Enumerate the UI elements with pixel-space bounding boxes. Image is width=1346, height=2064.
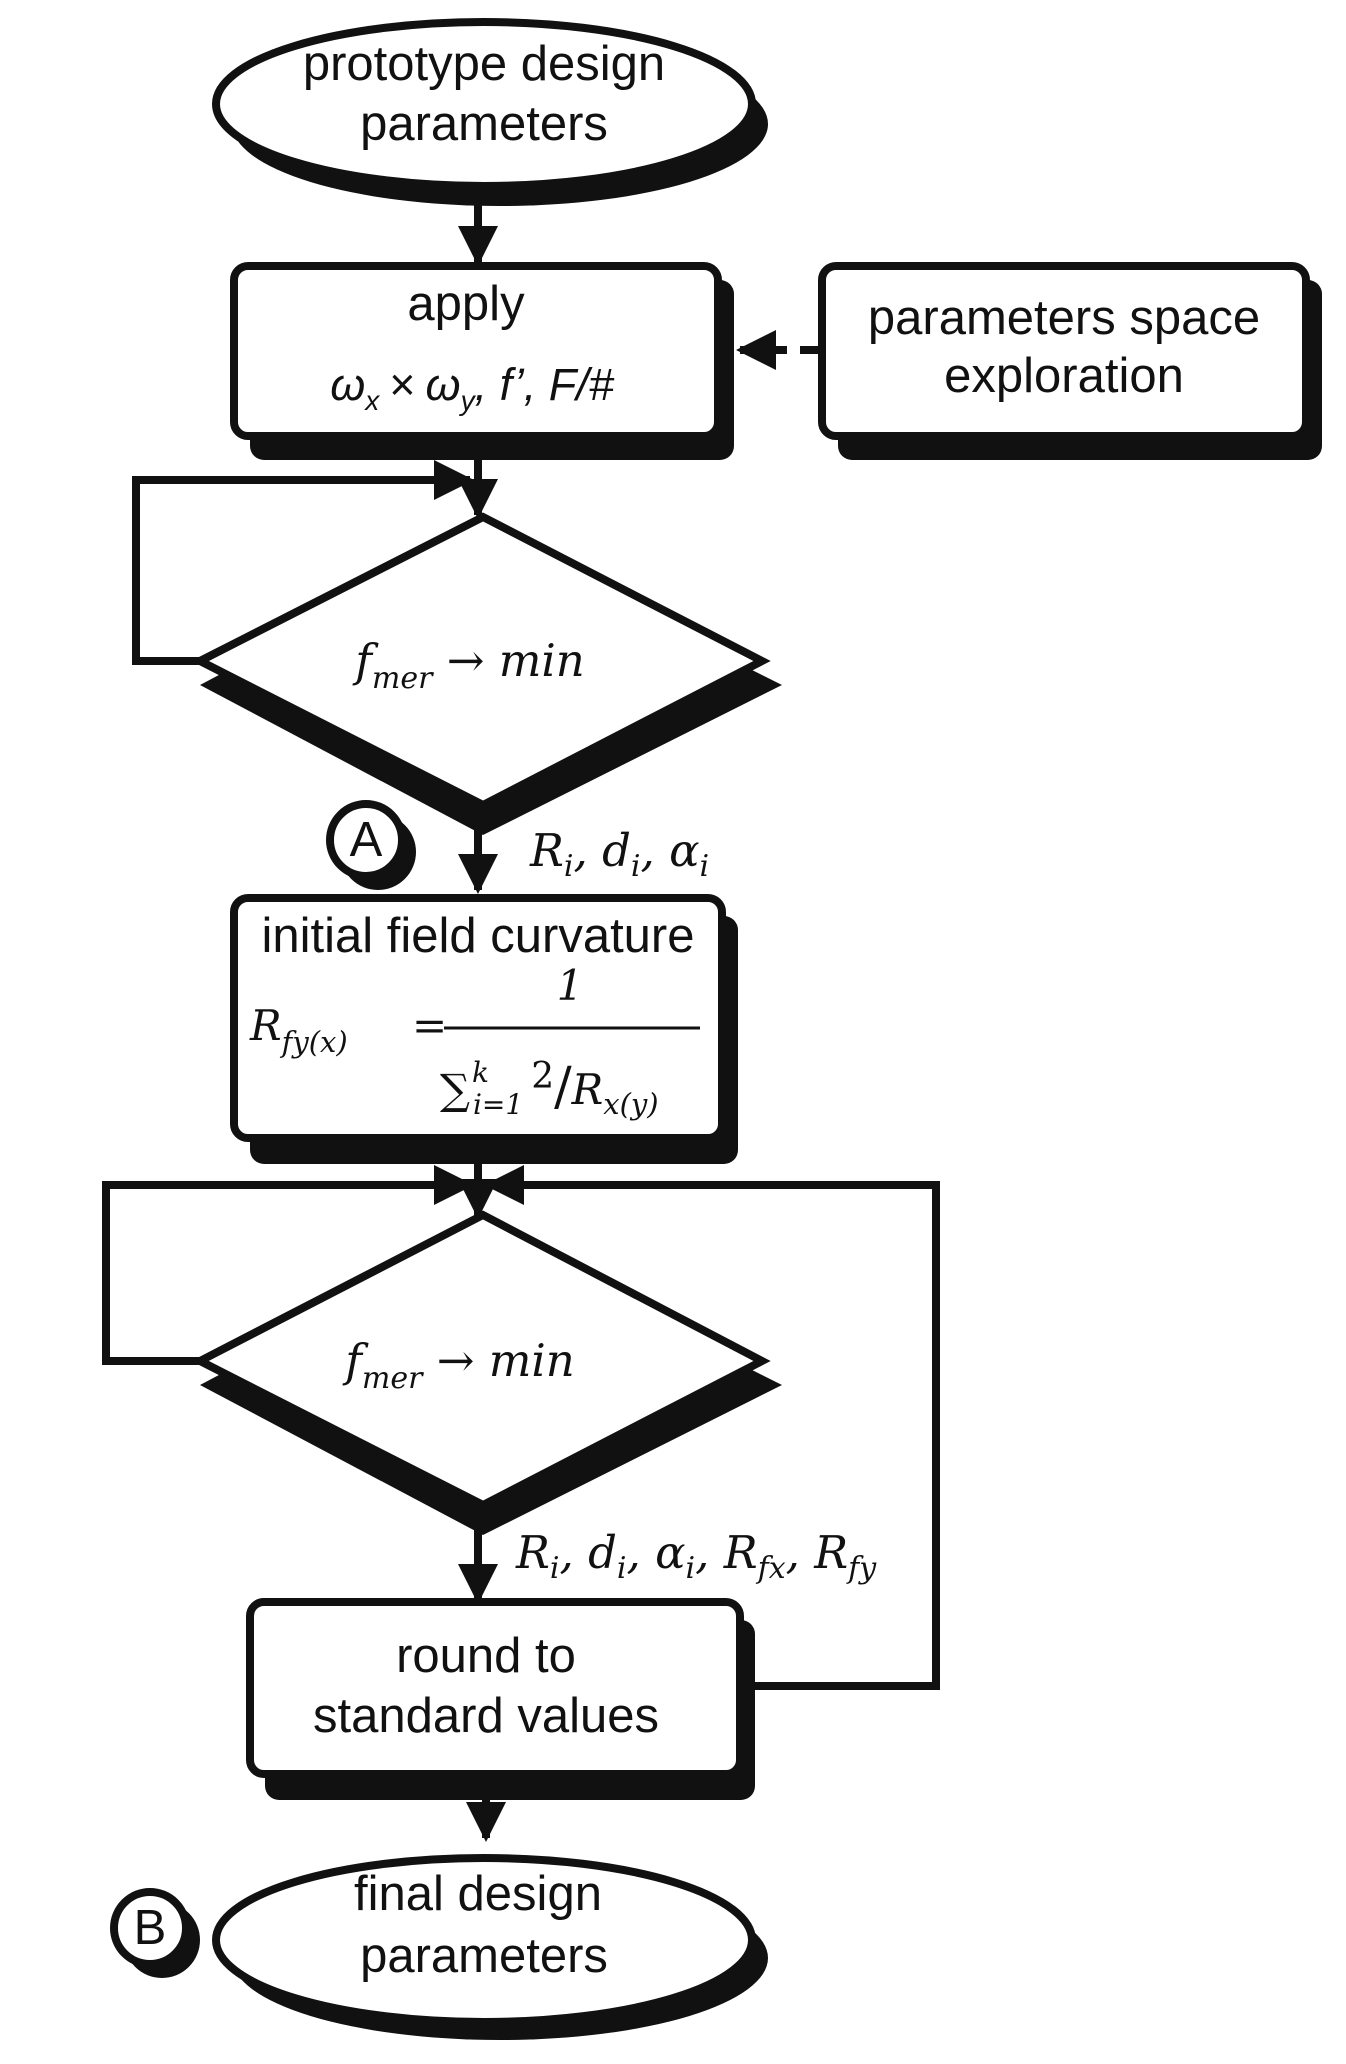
explore-line2: exploration	[944, 349, 1184, 403]
start-line1: prototype design	[303, 37, 665, 91]
end-node	[212, 1854, 756, 2026]
round-node	[246, 1598, 744, 1778]
start-node	[212, 18, 756, 190]
explore-node	[818, 262, 1310, 440]
decision-node-1	[191, 512, 771, 810]
apply-title: apply	[407, 277, 525, 331]
initial-node	[230, 894, 726, 1142]
edge-label-2: Ri, di, αi, Rfx, Rfy	[515, 1526, 877, 1586]
end-line1: final design	[354, 1867, 602, 1921]
apply-formula: ωx×ωy, f’, F/#	[330, 359, 615, 416]
marker-b	[110, 1888, 190, 1968]
marker-b-label: B	[134, 1901, 167, 1955]
round-line2: standard values	[313, 1689, 659, 1743]
decision-node-2	[191, 1210, 771, 1510]
marker-a-label: A	[350, 813, 383, 867]
formula-numerator: 1	[557, 961, 584, 1010]
decision2-label: fmer → min	[342, 1334, 575, 1396]
apply-node	[230, 262, 722, 440]
formula-lhs: Rfy(x)	[249, 1001, 348, 1059]
explore-line1: parameters space	[868, 291, 1260, 345]
end-line2: parameters	[360, 1929, 608, 1983]
formula-equals: =	[412, 1001, 447, 1050]
marker-a	[326, 800, 406, 880]
round-line1: round to	[396, 1629, 576, 1683]
start-line2: parameters	[360, 97, 608, 151]
initial-title: initial field curvature	[261, 909, 694, 963]
edge-label-1: Ri, di, αi	[529, 824, 709, 884]
decision1-label: fmer → min	[352, 634, 585, 696]
